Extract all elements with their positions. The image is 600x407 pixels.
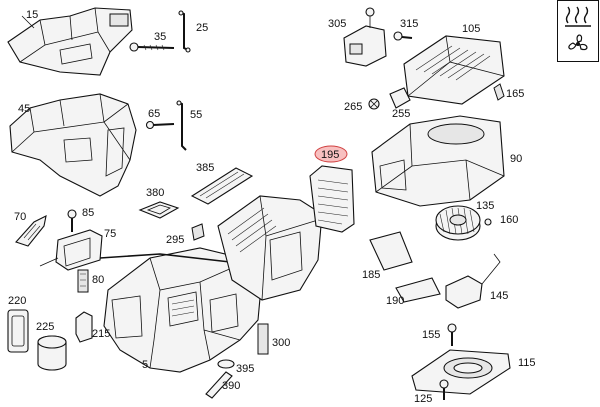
callout-65: 65 bbox=[148, 108, 160, 120]
callout-255: 255 bbox=[392, 108, 410, 120]
leader-15 bbox=[21, 15, 35, 29]
part-295-clip[interactable] bbox=[191, 223, 205, 241]
callout-70: 70 bbox=[14, 211, 26, 223]
callout-85: 85 bbox=[82, 207, 94, 219]
part-45-housing[interactable] bbox=[9, 93, 137, 197]
callout-390: 390 bbox=[222, 380, 240, 392]
part-25-rod[interactable] bbox=[178, 10, 191, 53]
callout-395: 395 bbox=[236, 363, 254, 375]
callout-145: 145 bbox=[490, 290, 508, 302]
part-75-vent[interactable] bbox=[39, 229, 103, 271]
heating-icon bbox=[565, 6, 591, 27]
callout-155: 155 bbox=[422, 329, 440, 341]
callout-305: 305 bbox=[328, 18, 346, 30]
part-385-filter[interactable] bbox=[190, 167, 254, 205]
part-395-ring[interactable] bbox=[217, 359, 235, 369]
part-70-clip[interactable] bbox=[15, 215, 47, 247]
callout-225: 225 bbox=[36, 321, 54, 333]
part-135-blower-motor[interactable] bbox=[435, 205, 481, 241]
callout-105: 105 bbox=[462, 23, 480, 35]
part-165-clip[interactable] bbox=[493, 83, 505, 101]
part-315-screw[interactable] bbox=[393, 31, 413, 41]
callout-135: 135 bbox=[476, 200, 494, 212]
part-185-flap[interactable] bbox=[369, 231, 413, 271]
highlight-marker-195 bbox=[314, 145, 348, 163]
callout-220: 220 bbox=[8, 295, 26, 307]
part-225-cylinder[interactable] bbox=[37, 335, 67, 371]
part-125-screw[interactable] bbox=[439, 379, 449, 400]
part-55-rod[interactable] bbox=[176, 100, 187, 151]
callout-5: 5 bbox=[142, 359, 148, 371]
part-155-screw[interactable] bbox=[447, 323, 457, 346]
part-5-heater-box[interactable] bbox=[99, 247, 263, 373]
part-255-bracket[interactable] bbox=[389, 87, 411, 109]
part-300-bracket[interactable] bbox=[257, 323, 269, 355]
callout-55: 55 bbox=[190, 109, 202, 121]
callout-295: 295 bbox=[166, 234, 184, 246]
callout-160: 160 bbox=[500, 214, 518, 226]
callout-190: 190 bbox=[386, 295, 404, 307]
callout-165: 165 bbox=[506, 88, 524, 100]
part-195-filter[interactable] bbox=[309, 165, 355, 233]
part-190-flap[interactable] bbox=[395, 277, 441, 303]
callout-25: 25 bbox=[196, 22, 208, 34]
callout-80: 80 bbox=[92, 274, 104, 286]
legend-box bbox=[557, 0, 599, 62]
callout-90: 90 bbox=[510, 153, 522, 165]
part-65-screw[interactable] bbox=[145, 120, 175, 130]
callout-115: 115 bbox=[518, 357, 536, 369]
part-305-actuator[interactable] bbox=[343, 7, 387, 67]
callout-385: 385 bbox=[196, 162, 214, 174]
part-160-screw[interactable] bbox=[484, 218, 492, 226]
fan-icon bbox=[568, 34, 588, 51]
callout-300: 300 bbox=[272, 337, 290, 349]
part-90-blower-housing[interactable] bbox=[371, 115, 505, 207]
callout-185: 185 bbox=[362, 269, 380, 281]
callout-215: 215 bbox=[92, 328, 110, 340]
part-380-gasket[interactable] bbox=[138, 201, 180, 219]
heater-core-unit[interactable] bbox=[217, 195, 323, 301]
part-115-cover[interactable] bbox=[411, 349, 511, 395]
callout-195: 195 bbox=[321, 149, 339, 161]
callout-380: 380 bbox=[146, 187, 164, 199]
callout-125: 125 bbox=[414, 393, 432, 405]
callout-75: 75 bbox=[104, 228, 116, 240]
part-80-cover[interactable] bbox=[77, 269, 89, 293]
part-15-duct-housing[interactable] bbox=[7, 7, 133, 76]
callout-35: 35 bbox=[154, 31, 166, 43]
part-390-tube[interactable] bbox=[205, 371, 233, 399]
callout-labels: 15 25 35 45 55 65 70 75 80 85 90 105 115… bbox=[8, 9, 536, 405]
callout-45: 45 bbox=[18, 103, 30, 115]
callout-15: 15 bbox=[26, 9, 38, 21]
callout-265: 265 bbox=[344, 101, 362, 113]
part-105-cover[interactable] bbox=[403, 35, 505, 105]
part-220-flap[interactable] bbox=[7, 309, 29, 353]
part-265-screw[interactable] bbox=[368, 98, 380, 110]
part-145-resistor[interactable] bbox=[445, 253, 501, 309]
part-85-screw[interactable] bbox=[67, 209, 77, 232]
part-35-screw[interactable] bbox=[129, 42, 175, 52]
part-215-bracket[interactable] bbox=[75, 311, 93, 343]
callout-315: 315 bbox=[400, 18, 418, 30]
